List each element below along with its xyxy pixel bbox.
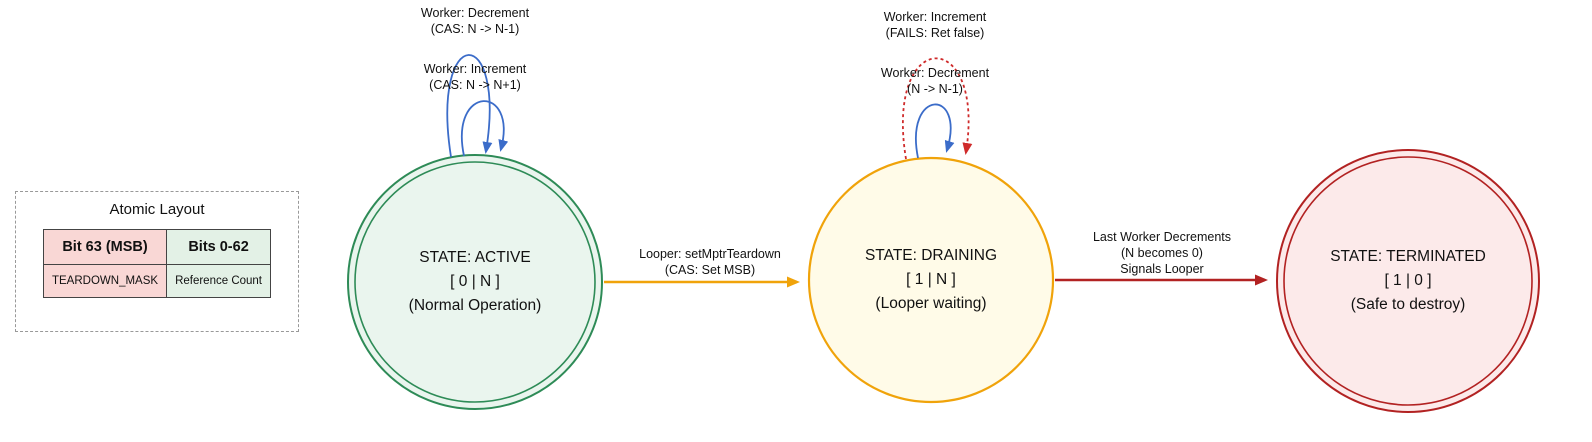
- active-state-desc: (Normal Operation): [408, 297, 542, 314]
- terminated-state-label: STATE: TERMINATED [ 1 | 0 ] (Safe to des…: [1258, 245, 1558, 317]
- terminated-state-bits: [ 1 | 0 ]: [1384, 272, 1432, 289]
- terminated-state-circle-inner: [1283, 156, 1533, 406]
- edge-label-line: Worker: Decrement: [880, 66, 990, 80]
- legend-cell-teardown-mask: TEARDOWN_MASK: [42, 264, 168, 298]
- draining-self-loop-increment-fails-arrow: [901, 57, 973, 160]
- draining-state-desc: (Looper waiting): [875, 295, 987, 312]
- legend-cell-bit63: Bit 63 (MSB): [42, 229, 168, 265]
- active-state-bits: [ 0 | N ]: [450, 273, 500, 290]
- draining-self-increment-fails-label: Worker: Increment (FAILS: Ret false): [835, 9, 1035, 41]
- active-self-increment-label: Worker: Increment (CAS: N -> N+1): [375, 61, 575, 93]
- legend-atomic-layout: Atomic Layout Bit 63 (MSB) Bits 0-62 TEA…: [15, 191, 299, 332]
- legend-cell-bits-0-62: Bits 0-62: [166, 229, 272, 265]
- edge-label-line: Looper: setMptrTeardown: [639, 247, 781, 261]
- legend-title: Atomic Layout: [109, 201, 205, 218]
- active-self-loop-increment-arrow: [461, 100, 509, 157]
- terminated-state-desc: (Safe to destroy): [1350, 296, 1466, 313]
- edge-label-line: Signals Looper: [1120, 262, 1204, 276]
- edge-label-line: (CAS: N -> N+1): [429, 78, 521, 92]
- draining-state-bits: [ 1 | N ]: [906, 271, 956, 288]
- active-state-circle-inner: [354, 161, 596, 403]
- active-state-label: STATE: ACTIVE [ 0 | N ] (Normal Operatio…: [325, 246, 625, 318]
- draining-self-decrement-label: Worker: Decrement (N -> N-1): [835, 65, 1035, 97]
- active-state-name: STATE: ACTIVE: [419, 249, 531, 266]
- terminated-state-circle-outer: [1276, 149, 1540, 413]
- edge-label-line: (CAS: N -> N-1): [430, 22, 520, 36]
- edge-label-line: (CAS: Set MSB): [664, 263, 756, 277]
- edge-label-line: Worker: Decrement: [420, 6, 530, 20]
- edge-label-line: Worker: Increment: [423, 62, 527, 76]
- active-to-draining-label: Looper: setMptrTeardown (CAS: Set MSB): [610, 246, 810, 278]
- active-self-loop-decrement-arrow: [446, 54, 493, 158]
- edge-label-line: Last Worker Decrements: [1092, 230, 1231, 244]
- draining-self-loop-decrement-arrow: [915, 103, 955, 159]
- active-self-decrement-label: Worker: Decrement (CAS: N -> N-1): [375, 5, 575, 37]
- edge-label-line: Worker: Increment: [883, 10, 987, 24]
- terminated-state-name: STATE: TERMINATED: [1330, 248, 1486, 265]
- legend-cell-reference-count: Reference Count: [166, 264, 272, 298]
- edge-label-line: (N becomes 0): [1121, 246, 1203, 260]
- draining-state-name: STATE: DRAINING: [864, 247, 998, 264]
- draining-state-label: STATE: DRAINING [ 1 | N ] (Looper waitin…: [781, 244, 1081, 316]
- active-state-circle-outer: [347, 154, 603, 410]
- legend-table: Bit 63 (MSB) Bits 0-62 TEARDOWN_MASK Ref…: [42, 229, 272, 298]
- edge-label-line: (FAILS: Ret false): [885, 26, 985, 40]
- edge-label-line: (N -> N-1): [907, 82, 963, 96]
- draining-to-terminated-label: Last Worker Decrements (N becomes 0) Sig…: [1062, 229, 1262, 277]
- draining-state-circle: [807, 156, 1055, 404]
